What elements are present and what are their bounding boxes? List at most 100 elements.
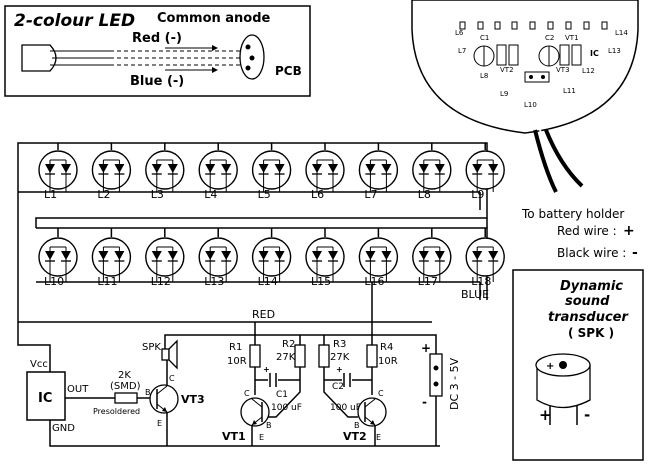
pcb-led-l7: L7 [458, 47, 466, 55]
resistor-r1 [249, 344, 261, 368]
c2-label: C2 [332, 382, 344, 392]
pcb-led-l10: L10 [524, 101, 537, 109]
led-label: L8 [418, 188, 431, 201]
pcb-vt2: VT2 [500, 66, 514, 74]
led-l10: L10 [38, 228, 78, 288]
led-legend-pcb: PCB [275, 64, 302, 78]
led-l3: L3 [145, 143, 185, 201]
svg-text:+: + [336, 365, 343, 374]
led-label: L14 [258, 275, 278, 288]
ic-vcc: Vcc [30, 359, 48, 370]
dc-connector [429, 353, 443, 397]
led-l13: L13 [198, 228, 238, 288]
led-l1: L1 [38, 143, 78, 201]
led-label: L18 [471, 275, 491, 288]
led-label: L11 [97, 275, 117, 288]
led-label: L2 [97, 188, 110, 201]
battery-red-sign: + [623, 223, 635, 239]
transducer-line2: sound [565, 294, 610, 309]
svg-text:+: + [546, 361, 554, 372]
pcb-led-pads [459, 21, 608, 30]
led-legend-box: 2-colour LED Common anode Red (-) Blue (… [4, 5, 311, 97]
r2-label: R2 [282, 339, 295, 350]
led-l14: L14 [251, 228, 292, 288]
matrix-blue-label: BLUE [461, 288, 489, 301]
r1-label: R1 [229, 342, 242, 353]
led-label: L13 [204, 275, 224, 288]
res-value: 2K [118, 370, 131, 381]
led-label: L7 [364, 188, 377, 201]
r3-label: R3 [333, 339, 346, 350]
dc-minus: - [422, 395, 427, 409]
transducer-body-icon [536, 365, 591, 409]
vt3-pin-b: B [145, 388, 151, 397]
led-l4: L4 [198, 143, 238, 201]
pcb-c1: C1 [480, 34, 489, 42]
resistor-r4 [366, 344, 378, 368]
pcb-ic: IC [590, 49, 599, 58]
pcb-led-l8: L8 [480, 72, 488, 80]
battery-title: To battery holder [521, 207, 624, 221]
vt2-pin-c: C [378, 389, 384, 398]
matrix-red-label: RED [252, 308, 275, 321]
led-legend-title: 2-colour LED [14, 11, 135, 31]
c1-value: 100 uF [271, 403, 302, 413]
led-l7: L7 [358, 143, 399, 201]
pcb-led-l13: L13 [608, 47, 621, 55]
led-label: L4 [204, 188, 217, 201]
vt2-pin-e: E [376, 433, 381, 442]
vt2-label: VT2 [343, 430, 367, 443]
resistor-2k [114, 392, 138, 404]
led-l16: L16 [358, 228, 399, 288]
ic-label: IC [38, 391, 52, 406]
led-l2: L2 [91, 143, 132, 201]
vt3-pin-e: E [157, 419, 162, 428]
led-l5: L5 [251, 143, 292, 201]
pcb-view: L6 L7 L8 L9 L10 L11 L12 L13 L14 C1 C2 VT… [411, 0, 639, 193]
led-legend-common: Common anode [157, 11, 271, 26]
transducer-code: ( SPK ) [568, 326, 614, 340]
led-label: L12 [151, 275, 171, 288]
dc-plus: + [421, 341, 431, 355]
led-l17: L17 [412, 228, 452, 288]
led-body [21, 44, 57, 72]
led-label: L6 [311, 188, 324, 201]
pcb-led-l12: L12 [582, 67, 595, 75]
pcb-led-l14: L14 [615, 29, 628, 37]
vt3-pin-c: C [169, 374, 175, 383]
r4-label: R4 [380, 342, 393, 353]
led-l15: L15 [305, 228, 345, 288]
pcb-vt1: VT1 [565, 34, 579, 42]
res-type: (SMD) [110, 381, 141, 392]
led-label: L3 [151, 188, 164, 201]
vt3-label: VT3 [181, 393, 205, 406]
vt1-label: VT1 [222, 430, 246, 443]
led-label: L10 [44, 275, 64, 288]
transducer-plus: + [539, 406, 552, 424]
transducer-line1: Dynamic [560, 279, 623, 294]
transducer-line3: transducer [548, 310, 629, 325]
pcb-led-l11: L11 [563, 87, 576, 95]
transducer-minus: - [584, 406, 590, 424]
pcb-vt3: VT3 [556, 66, 570, 74]
r4-value: 10R [378, 356, 398, 367]
vt2-pin-b: B [354, 421, 360, 430]
pcb-led-l9: L9 [500, 90, 508, 98]
svg-text:+: + [263, 365, 270, 374]
led-l11: L11 [91, 228, 132, 288]
pcb-led-l6: L6 [455, 29, 464, 37]
c2-value: 100 uF [330, 403, 361, 413]
led-l12: L12 [145, 228, 185, 288]
speaker-icon [161, 348, 170, 361]
led-l18: L18 [465, 228, 505, 288]
led-label: L5 [258, 188, 271, 201]
r2-value: 27K [276, 352, 296, 363]
vt1-pin-e: E [259, 433, 264, 442]
battery-black-sign: - [632, 245, 638, 261]
pcb-c2: C2 [545, 34, 554, 42]
battery-black-wire: Black wire : [557, 246, 626, 260]
